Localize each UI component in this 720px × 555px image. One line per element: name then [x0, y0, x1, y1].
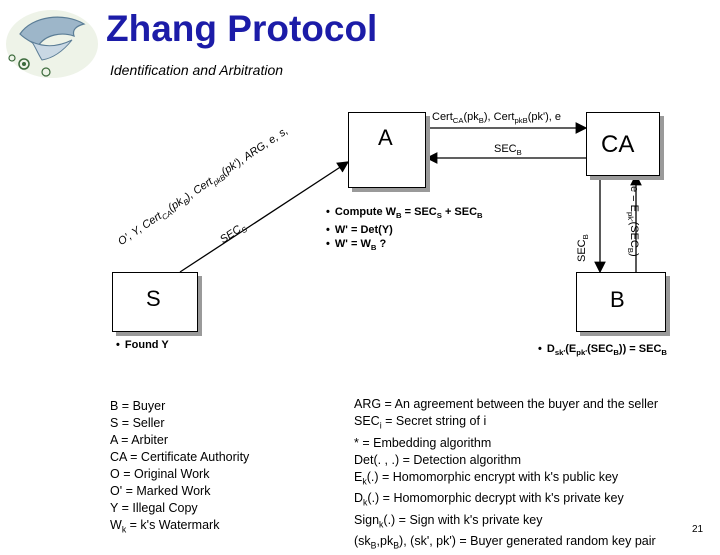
legend-right-item: Ek(.) = Homomorphic encrypt with k's pub…	[354, 469, 619, 487]
node-a-label: A	[378, 125, 393, 150]
seller-note: • Found Y	[116, 339, 169, 351]
node-a-box	[348, 112, 426, 188]
legend-right-item: ARG = An agreement between the buyer and…	[354, 397, 659, 411]
dolphin-logo	[6, 10, 98, 78]
legend-left-item: Y = Illegal Copy	[110, 501, 198, 515]
arbiter-step-2: • W' = Det(Y)	[326, 224, 393, 237]
label-a-to-ca: CertCA(pkB), CertpkB(pk'), e	[432, 111, 561, 126]
arrow-s-to-a	[179, 161, 350, 273]
arbiter-step-3: • W' = WB ?	[326, 238, 387, 253]
legend-left-item: A = Arbiter	[110, 433, 169, 447]
label-ca-to-b: SECB	[576, 234, 591, 262]
node-s-label: S	[146, 286, 161, 311]
node-s-box	[112, 272, 198, 332]
node-b-label: B	[610, 287, 625, 312]
label-s-to-a: O', Y, CertCA(pkB), CertpkB(pk'), ARG, e…	[116, 124, 291, 248]
arbiter-step-1: • Compute WB = SECS + SECB	[326, 206, 483, 221]
buyer-note: • Dsk'(Epk'(SECB)) = SECB	[538, 343, 667, 358]
legend-right-item: Signk(.) = Sign with k's private key	[354, 512, 543, 530]
legend-right: ARG = An agreement between the buyer and…	[354, 396, 658, 555]
node-b-box	[576, 272, 666, 332]
legend-right-item: Det(. , .) = Detection algorithm	[354, 452, 522, 467]
legend-right-item: (skB,pkB), (sk', pk') = Buyer generated …	[354, 534, 656, 551]
arbiter-steps: • Compute WB = SECS + SECB • W' = Det(Y)…	[326, 205, 483, 255]
page-subtitle: Identification and Arbitration	[110, 62, 284, 78]
node-ca-box	[586, 112, 660, 176]
legend-left-item: Wk = k's Watermark	[110, 518, 220, 535]
legend-left-item: S = Seller	[110, 416, 165, 430]
page-title: Zhang Protocol	[106, 8, 378, 49]
legend-right-item: Dk(.) = Homomorphic decrypt with k's pri…	[354, 491, 624, 508]
legend-right-item: * = Embedding algorithm	[354, 435, 492, 450]
label-ca-to-a: SECB	[494, 143, 522, 158]
page-number: 21	[692, 524, 704, 535]
legend-left-item: B = Buyer	[110, 399, 166, 413]
legend-left: B = Buyer S = Seller A = Arbiter CA = Ce…	[110, 398, 249, 539]
label-b-to-ca: e = Epk'(SECB)	[625, 186, 640, 257]
legend-left-item: CA = Certificate Authority	[110, 450, 250, 464]
legend-right-item: SECi = Secret string of i	[354, 414, 487, 431]
legend-left-item: O' = Marked Work	[110, 484, 211, 498]
protocol-arrows	[179, 122, 642, 274]
legend-left-item: O = Original Work	[110, 467, 210, 481]
node-ca-label: CA	[601, 131, 635, 158]
